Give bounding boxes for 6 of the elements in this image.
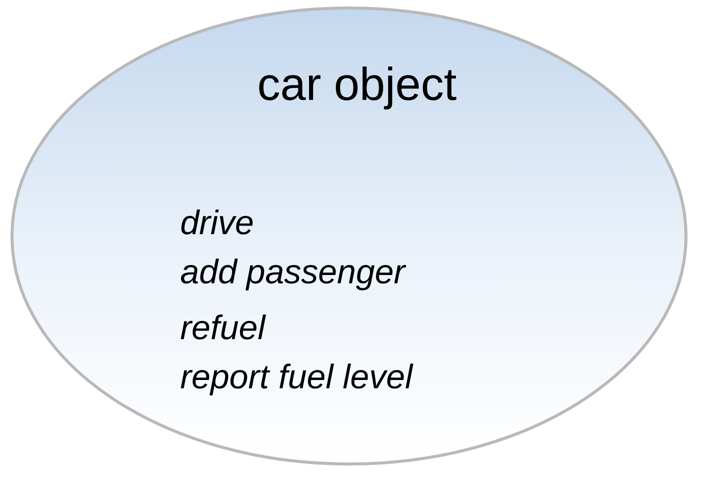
object-ellipse xyxy=(10,6,688,466)
method-label: report fuel level xyxy=(180,364,414,396)
node-title: car object xyxy=(259,66,456,110)
method-label: add passenger xyxy=(180,258,406,290)
method-label: refuel xyxy=(180,314,266,340)
method-label: drive xyxy=(181,210,253,234)
